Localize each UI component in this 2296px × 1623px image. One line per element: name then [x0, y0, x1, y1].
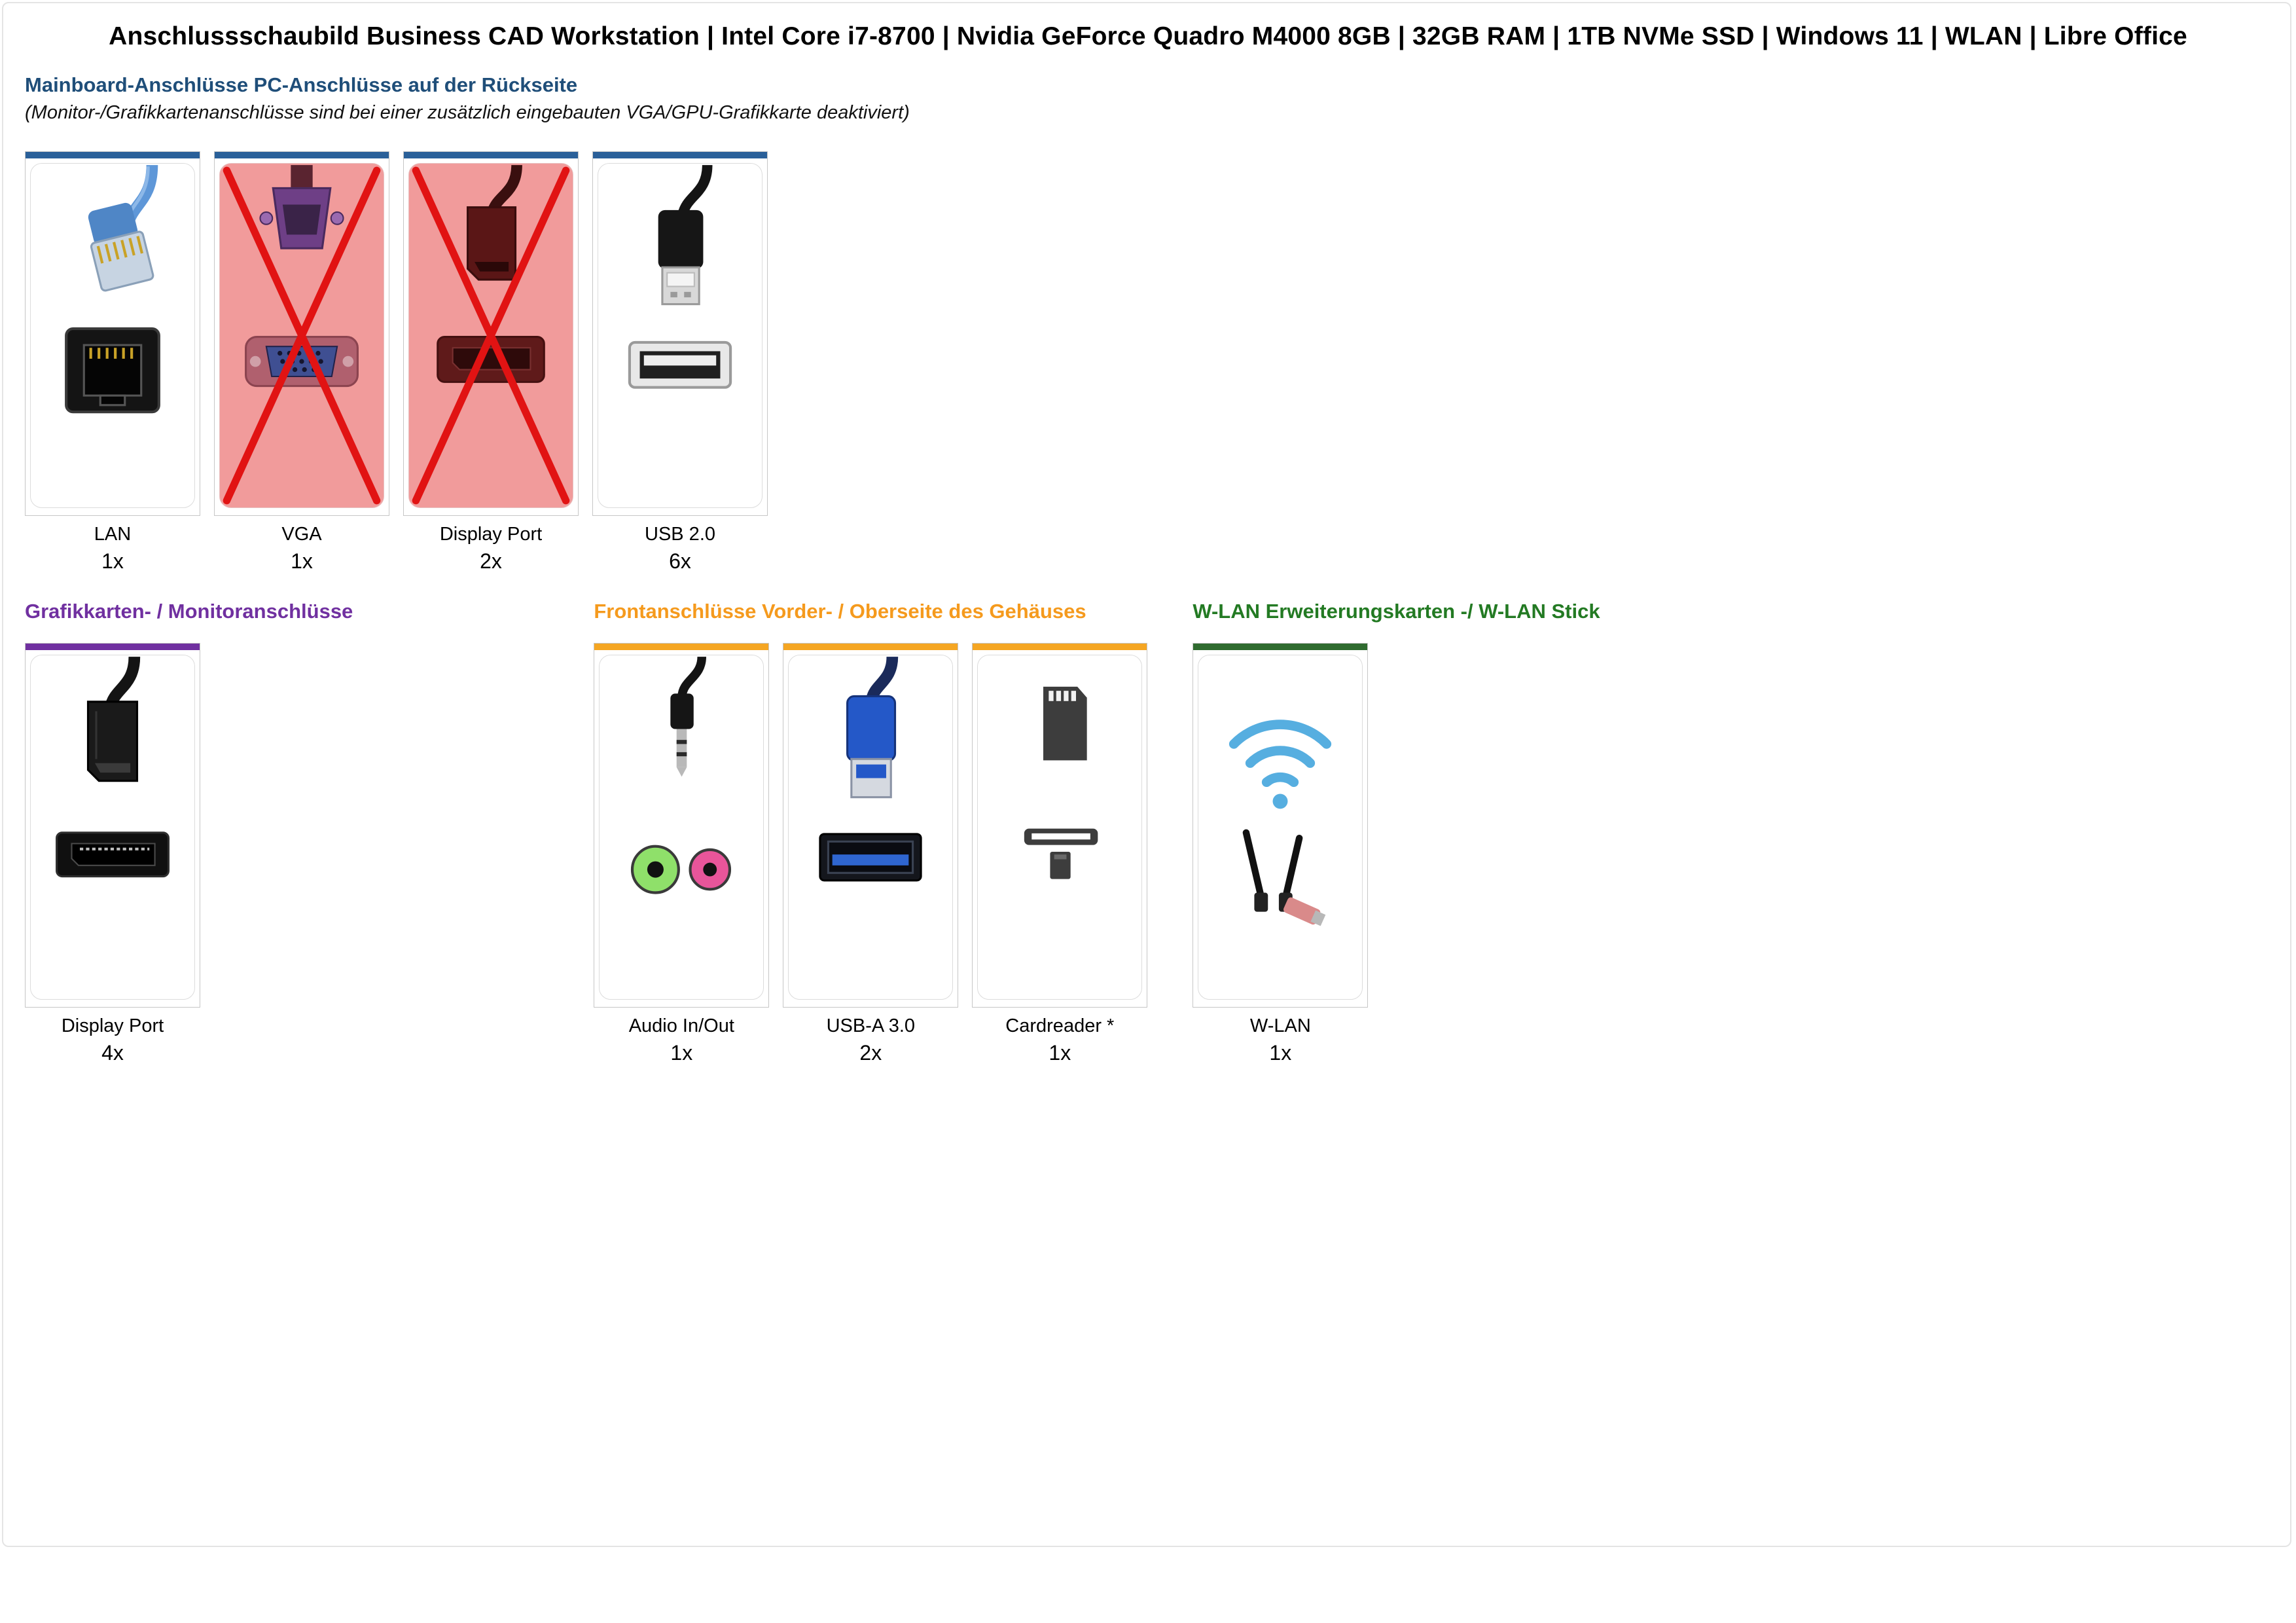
section-graphics: Grafikkarten- / Monitoranschlüsse — [25, 600, 353, 1065]
card-frame — [1193, 643, 1369, 1008]
port-card-usb2: USB 2.0 6x — [592, 151, 768, 574]
card-color-bar — [404, 152, 578, 158]
section-front: Frontanschlüsse Vorder- / Oberseite des … — [594, 600, 1148, 1065]
card-frame — [594, 643, 770, 1008]
card-label: LAN — [94, 524, 132, 545]
card-label: Cardreader * — [1005, 1015, 1115, 1036]
section-front-heading: Frontanschlüsse Vorder- / Oberseite des … — [594, 600, 1086, 623]
card-frame — [783, 643, 959, 1008]
card-color-bar — [973, 644, 1147, 650]
card-frame — [592, 151, 768, 516]
usb3-icon — [788, 655, 954, 1000]
card-label: USB 2.0 — [645, 524, 715, 545]
wlan-icon — [1198, 655, 1363, 1000]
card-count: 1x — [670, 1041, 693, 1065]
section-mainboard-heading: Mainboard-Anschlüsse PC-Anschlüsse auf d… — [25, 73, 578, 96]
card-label: Audio In/Out — [628, 1015, 734, 1036]
red-cross-icon — [412, 166, 570, 505]
audio-icon — [599, 655, 764, 1000]
card-label: W-LAN — [1249, 1015, 1311, 1036]
port-card-displayport-rear: Display Port 2x — [403, 151, 579, 574]
cardreader-icon — [977, 655, 1143, 1000]
card-color-bar — [26, 644, 200, 650]
port-card-lan: LAN 1x — [25, 151, 200, 574]
card-label: VGA — [281, 524, 322, 545]
card-frame — [25, 151, 200, 516]
card-count: 6x — [669, 549, 691, 573]
card-color-bar — [593, 152, 767, 158]
port-card-audio: Audio In/Out 1x — [594, 643, 770, 1065]
card-count: 2x — [859, 1041, 882, 1065]
section-wlan: W-LAN Erweiterungskarten -/ W-LAN Stick — [1193, 600, 1600, 1065]
card-count: 1x — [101, 549, 124, 573]
front-card-row: Audio In/Out 1x — [594, 643, 1148, 1065]
card-count: 4x — [101, 1041, 124, 1065]
card-color-bar — [1193, 644, 1368, 650]
card-count: 2x — [480, 549, 502, 573]
card-label: USB-A 3.0 — [826, 1015, 916, 1036]
port-card-cardreader: Cardreader * 1x — [972, 643, 1148, 1065]
card-color-bar — [215, 152, 389, 158]
port-card-vga: VGA 1x — [214, 151, 389, 574]
graphics-card-row: Display Port 4x — [25, 643, 353, 1065]
card-label: Display Port — [61, 1015, 164, 1036]
card-color-bar — [26, 152, 200, 158]
mainboard-card-row: LAN 1x — [25, 151, 910, 574]
displayport-icon — [408, 163, 573, 508]
card-frame — [214, 151, 389, 516]
card-color-bar — [594, 644, 769, 650]
section-wlan-heading: W-LAN Erweiterungskarten -/ W-LAN Stick — [1193, 600, 1600, 623]
wlan-card-row: W-LAN 1x — [1193, 643, 1600, 1065]
section-graphics-heading: Grafikkarten- / Monitoranschlüsse — [25, 600, 353, 623]
card-frame — [25, 643, 200, 1008]
card-frame — [403, 151, 579, 516]
red-cross-icon — [223, 166, 381, 505]
usb2-icon — [598, 163, 762, 508]
port-card-usb3: USB-A 3.0 2x — [783, 643, 959, 1065]
lan-icon — [30, 163, 195, 508]
card-frame — [972, 643, 1148, 1008]
port-card-displayport-gpu: Display Port 4x — [25, 643, 200, 1065]
port-card-wlan: W-LAN 1x — [1193, 643, 1369, 1065]
card-count: 1x — [1269, 1041, 1292, 1065]
card-color-bar — [783, 644, 958, 650]
section-mainboard: Mainboard-Anschlüsse PC-Anschlüsse auf d… — [25, 73, 910, 574]
card-label: Display Port — [439, 524, 543, 545]
vga-icon — [219, 163, 384, 508]
section-mainboard-subheading: (Monitor-/Grafikkartenanschlüsse sind be… — [25, 102, 910, 123]
lower-sections-row: Grafikkarten- / Monitoranschlüsse — [25, 600, 1600, 1065]
displayport-icon — [30, 655, 195, 1000]
card-count: 1x — [1049, 1041, 1071, 1065]
page-title: Anschlussschaubild Business CAD Workstat… — [109, 22, 2187, 50]
card-count: 1x — [291, 549, 313, 573]
